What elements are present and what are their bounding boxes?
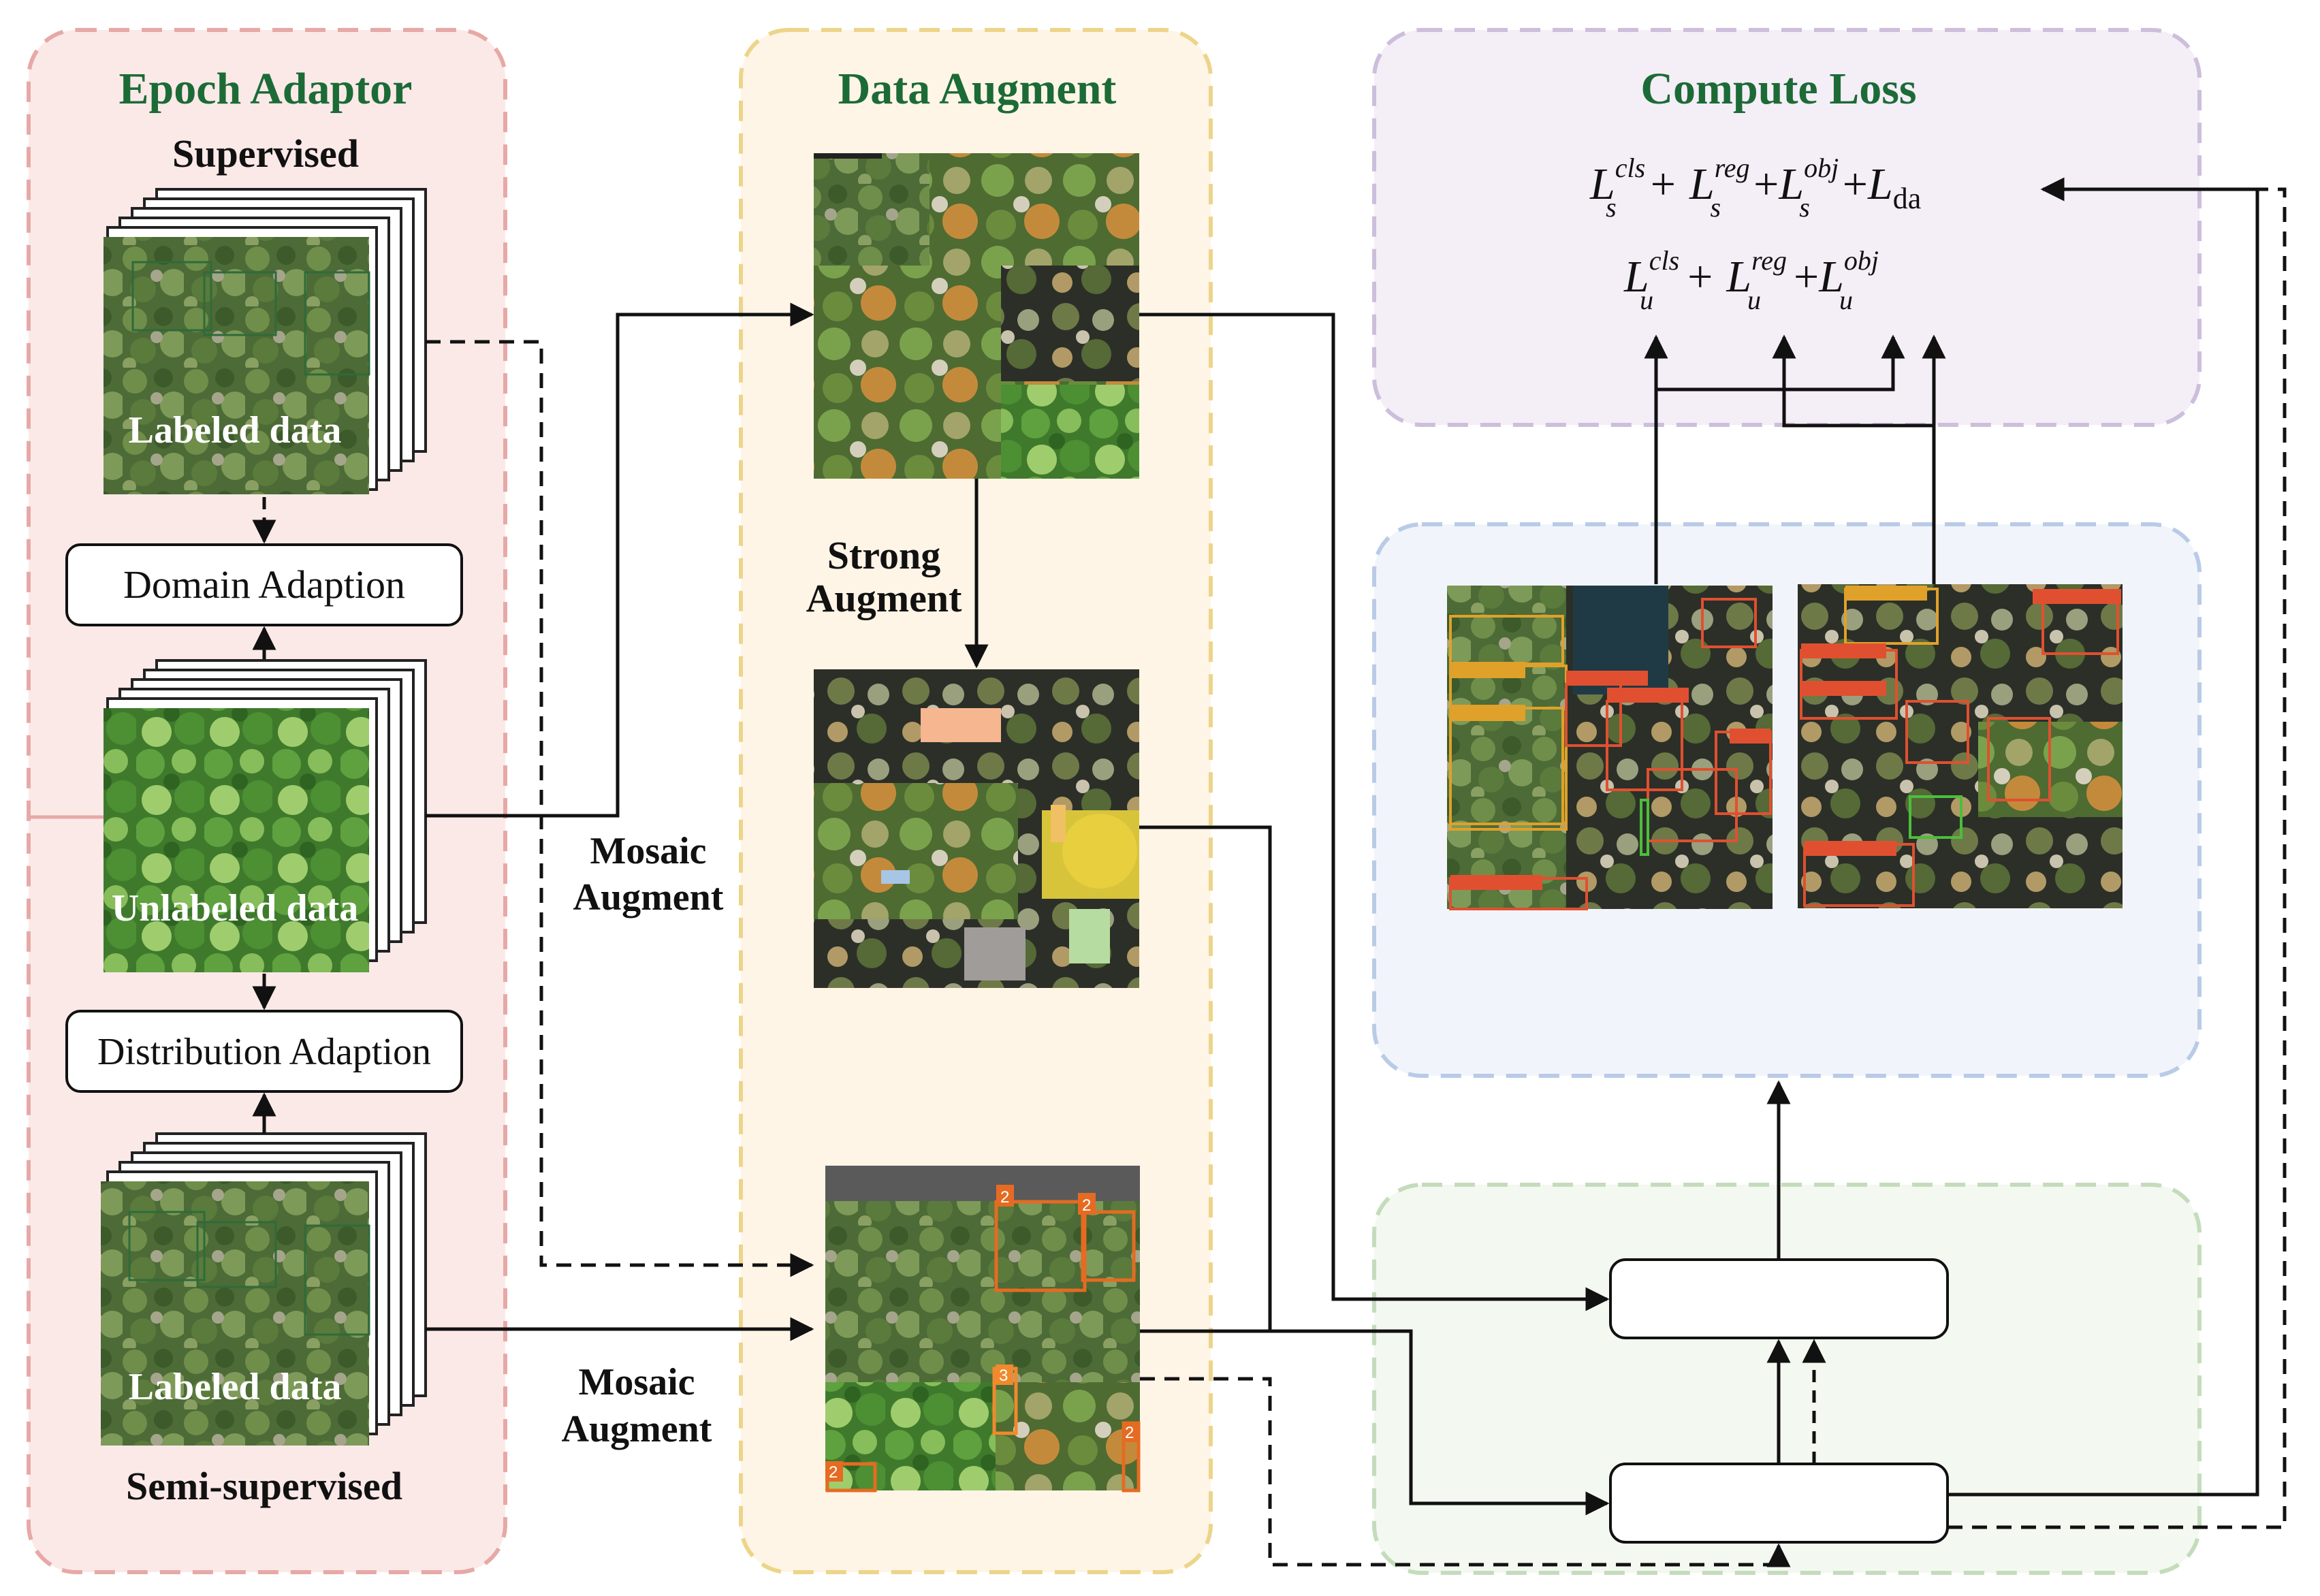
uncertain-image xyxy=(1798,584,2123,908)
semi-supervised-label: Semi-supervised xyxy=(126,1464,402,1508)
epoch-adaptor-title: Epoch Adaptor xyxy=(119,64,413,114)
student-yolo-box xyxy=(1609,1463,1949,1544)
labeled-data-stack-bottom: Labeled data xyxy=(101,1132,427,1446)
reliable-image xyxy=(1447,586,1773,910)
mosaic-augment1-line1: Mosaic xyxy=(590,830,706,872)
mosaic-augment2-line2: Augment xyxy=(562,1408,712,1450)
labeled-data-label-top: Labeled data xyxy=(129,409,342,451)
pseudo-label-panel xyxy=(1372,522,2202,1078)
supervised-label: Supervised xyxy=(172,131,359,176)
mosaic-box-number: 2 xyxy=(829,1463,838,1482)
distribution-adaption-label: Distribution Adaption xyxy=(97,1031,431,1073)
mosaic-augment1-line2: Augment xyxy=(573,876,724,919)
data-augment-title: Data Augment xyxy=(838,64,1117,114)
connectors xyxy=(252,177,2287,1567)
mosaic-box-number: 2 xyxy=(1000,1188,1009,1207)
mosaic-image-bottom: 2 2 3 2 2 xyxy=(825,1166,1141,1493)
data-augment-panel: Data Augment Strong Augment Mosaic Augme… xyxy=(562,28,1213,1574)
unlabeled-data-label: Unlabeled data xyxy=(112,887,359,929)
mosaic-image-top xyxy=(814,153,1139,479)
unlabeled-data-stack: Unlabeled data xyxy=(104,659,427,972)
mosaic-augment2-line1: Mosaic xyxy=(578,1361,695,1403)
mosaic-box-number: 3 xyxy=(999,1367,1008,1385)
strong-augment-line1: Strong xyxy=(827,533,941,577)
teacher-yolo-box xyxy=(1609,1258,1949,1339)
compute-loss-title: Compute Loss xyxy=(1640,64,1916,114)
labeled-data-label-bottom: Labeled data xyxy=(129,1366,342,1408)
strong-augment-line2: Augment xyxy=(806,576,962,620)
domain-adaption-label: Domain Adaption xyxy=(123,562,405,607)
labeled-data-stack-top: Labeled data xyxy=(104,188,427,494)
tree-canopy-image xyxy=(104,708,369,972)
mosaic-box-number: 2 xyxy=(1125,1424,1134,1442)
strong-augment-image xyxy=(814,669,1139,988)
detector-panel xyxy=(1372,1183,2202,1575)
mosaic-box-number: 2 xyxy=(1082,1196,1091,1215)
tree-canopy-image xyxy=(104,237,369,494)
epoch-adaptor-panel: Epoch Adaptor Supervised Labeled data Do… xyxy=(27,28,507,1574)
domain-adaption-box xyxy=(65,543,463,626)
distribution-adaption-box xyxy=(65,1010,463,1093)
